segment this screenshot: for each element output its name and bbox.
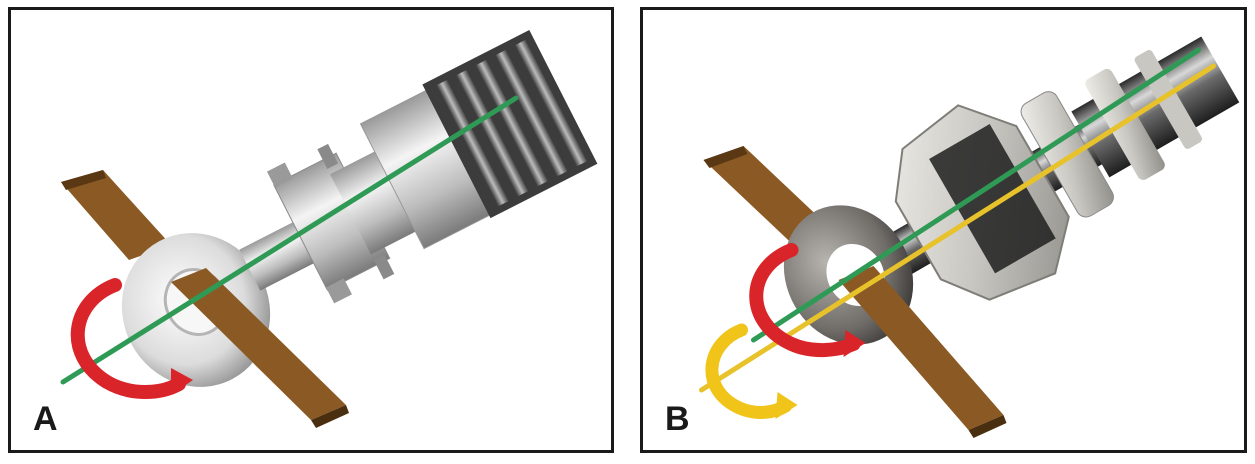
panel-a-illustration: [60, 30, 598, 428]
rotation-arrow-icon: [749, 243, 866, 358]
brown-rod-front: [171, 268, 349, 428]
fitting-body: [239, 30, 598, 304]
rotation-arrow-icon: [705, 323, 798, 419]
rotation-arrow-icon: [70, 278, 193, 399]
rotation-axis-green: [60, 95, 519, 385]
brown-rod: [61, 170, 171, 260]
panel-b-illustration: [699, 36, 1240, 438]
rotation-axis-green: [751, 47, 1201, 343]
panel-label-b: B: [665, 400, 690, 438]
brown-rod-front: [838, 266, 1007, 438]
panel-b: B: [640, 7, 1247, 453]
panel-label-a: A: [33, 400, 58, 438]
panel-a: A: [8, 7, 614, 453]
